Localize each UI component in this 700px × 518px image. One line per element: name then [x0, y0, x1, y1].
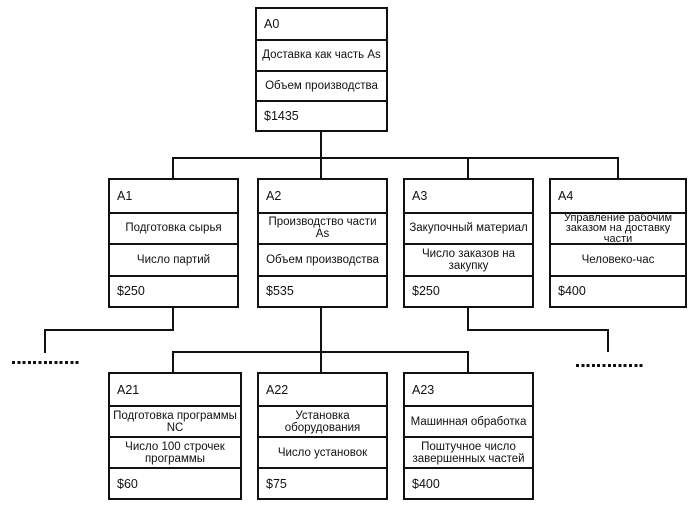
node-a0-name: Доставка как часть As	[257, 39, 386, 69]
node-a23-id: A23	[412, 382, 435, 397]
node-a23-name: Машинная обработка	[405, 405, 532, 436]
node-a4-name: Управление рабочим заказом на доставку ч…	[551, 211, 685, 243]
node-a1-id: A1	[117, 188, 133, 203]
node-a22-name: Установка оборудования	[259, 405, 386, 436]
node-a22-cost: $75	[259, 467, 386, 498]
node-a4-id: A4	[558, 188, 574, 203]
node-a21-id: A21	[117, 382, 140, 397]
node-a4-measure: Человеко-час	[551, 243, 685, 275]
continuation-dots-right-icon	[576, 364, 644, 367]
node-a0: A0 Доставка как часть As Объем производс…	[255, 7, 388, 132]
node-a3-cost: $250	[405, 274, 532, 307]
node-a21-cost: $60	[110, 467, 240, 498]
node-a21: A21 Подготовка программы NC Число 100 ст…	[108, 372, 242, 500]
continuation-dots-left-icon	[12, 361, 80, 364]
connector-a3-down	[467, 308, 469, 331]
connector-a1-down	[172, 308, 174, 331]
node-a3: A3 Закупочный материал Число заказов на …	[403, 178, 534, 308]
node-a23-measure: Поштучное число завершенных частей	[405, 436, 532, 467]
node-a22-measure: Число установок	[259, 436, 386, 467]
connector-drop-a3	[467, 157, 469, 178]
connector-a2-down	[320, 308, 322, 353]
node-a2-name: Производство части As	[259, 211, 386, 244]
node-a4-cost: $400	[551, 274, 685, 307]
connector-drop-a1	[172, 157, 174, 178]
node-a1-cost: $250	[110, 274, 237, 307]
node-a0-id: A0	[264, 17, 280, 32]
node-a3-name: Закупочный материал	[405, 211, 532, 244]
connector-drop-a22	[320, 351, 322, 372]
node-a2-cost: $535	[259, 274, 386, 307]
node-a4: A4 Управление рабочим заказом на доставк…	[549, 178, 687, 308]
node-a2-measure: Объем производства	[259, 243, 386, 275]
node-a2-id: A2	[266, 188, 282, 203]
connector-drop-a2	[320, 157, 322, 178]
connector-a3-right-down	[607, 329, 609, 352]
node-a21-name: Подготовка программы NC	[110, 405, 240, 436]
node-a1-name: Подготовка сырья	[110, 211, 237, 244]
node-a23: A23 Машинная обработка Поштучное число з…	[403, 372, 534, 500]
node-a23-cost: $400	[405, 467, 532, 498]
node-a0-cost: $1435	[257, 99, 386, 130]
node-a3-id: A3	[412, 188, 428, 203]
node-a1: A1 Подготовка сырья Число партий $250	[108, 178, 239, 308]
connector-drop-a21	[172, 351, 174, 372]
node-a2: A2 Производство части As Объем производс…	[257, 178, 388, 308]
connector-level1-bus	[172, 157, 619, 159]
node-a22: A22 Установка оборудования Число установ…	[257, 372, 388, 500]
connector-drop-a4	[617, 157, 619, 178]
connector-a3-right	[467, 329, 609, 331]
connector-a1-left-down	[44, 329, 46, 353]
node-a21-measure: Число 100 строчек программы	[110, 436, 240, 467]
node-a1-measure: Число партий	[110, 243, 237, 275]
node-a0-measure: Объем производства	[257, 69, 386, 100]
node-a22-id: A22	[266, 382, 289, 397]
connector-drop-a23	[467, 351, 469, 372]
node-a3-measure: Число заказов на закупку	[405, 243, 532, 275]
connector-a1-left	[44, 329, 174, 331]
connector-a0-down	[320, 132, 322, 159]
